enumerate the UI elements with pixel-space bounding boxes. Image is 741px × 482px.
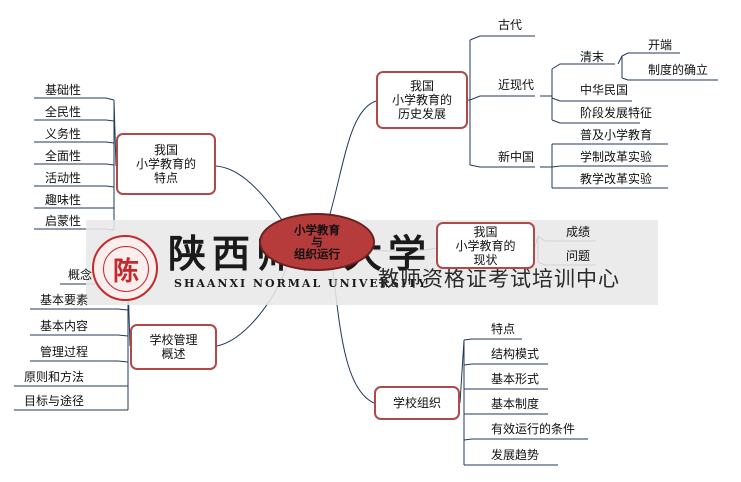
topic-school-organization[interactable]: 学校组织 xyxy=(374,386,460,420)
topic-history-development[interactable]: 我国 小学教育的 历史发展 xyxy=(376,71,468,129)
leaf-basic[interactable]: 基础性 xyxy=(45,83,82,97)
leaf-fun[interactable]: 趣味性 xyxy=(45,193,82,207)
leaf-teaching-reform[interactable]: 教学改革实验 xyxy=(580,172,653,186)
leaf-org-form[interactable]: 基本形式 xyxy=(491,372,540,386)
leaf-system-reform[interactable]: 学制改革实验 xyxy=(580,150,653,164)
leaf-stage-development[interactable]: 阶段发展特征 xyxy=(580,106,653,120)
leaf-concept[interactable]: 概念 xyxy=(68,268,93,282)
topic-features[interactable]: 我国 小学教育的 特点 xyxy=(116,133,216,195)
central-topic-node[interactable]: 小学教育 与 组织运行 xyxy=(259,213,375,271)
leaf-new-china[interactable]: 新中国 xyxy=(498,150,535,164)
leaf-modern[interactable]: 近现代 xyxy=(498,78,535,92)
leaf-org-system[interactable]: 基本制度 xyxy=(491,397,540,411)
leaf-content[interactable]: 基本内容 xyxy=(40,319,89,333)
leaf-compulsory[interactable]: 义务性 xyxy=(45,127,82,141)
training-center-name: 教师资格证考试培训中心 xyxy=(378,267,620,291)
leaf-comprehensive[interactable]: 全面性 xyxy=(45,149,82,163)
leaf-active[interactable]: 活动性 xyxy=(45,171,82,185)
leaf-achievement[interactable]: 成绩 xyxy=(566,225,591,239)
leaf-problem[interactable]: 问题 xyxy=(566,249,591,263)
seal-glyph: 陈 xyxy=(103,246,149,292)
topic-current-status[interactable]: 我国 小学教育的 现状 xyxy=(436,222,535,269)
university-name-en: SHAANXI NORMAL UNIVERSITY xyxy=(174,277,429,290)
university-seal-logo: 陈 xyxy=(92,235,158,301)
leaf-goals[interactable]: 目标与途径 xyxy=(24,394,85,408)
link-center-history xyxy=(329,100,377,215)
leaf-enlighten[interactable]: 启蒙性 xyxy=(45,214,82,228)
leaf-org-conditions[interactable]: 有效运行的条件 xyxy=(491,422,576,436)
leaf-qing[interactable]: 清末 xyxy=(580,50,605,64)
leaf-principles[interactable]: 原则和方法 xyxy=(24,370,85,384)
leaf-org-trend[interactable]: 发展趋势 xyxy=(491,448,540,462)
leaf-roc[interactable]: 中华民国 xyxy=(580,83,629,97)
topic-school-management[interactable]: 学校管理 概述 xyxy=(130,324,217,370)
leaf-popular[interactable]: 全民性 xyxy=(45,105,82,119)
leaf-ancient[interactable]: 古代 xyxy=(498,18,523,32)
leaf-elements[interactable]: 基本要素 xyxy=(40,293,89,307)
leaf-org-feature[interactable]: 特点 xyxy=(491,322,516,336)
leaf-popularize[interactable]: 普及小学教育 xyxy=(580,128,653,142)
leaf-opening[interactable]: 开端 xyxy=(648,38,673,52)
leaf-org-structure[interactable]: 结构模式 xyxy=(491,347,540,361)
leaf-process[interactable]: 管理过程 xyxy=(40,345,89,359)
leaf-establish[interactable]: 制度的确立 xyxy=(648,63,709,77)
link-center-features xyxy=(215,165,283,221)
